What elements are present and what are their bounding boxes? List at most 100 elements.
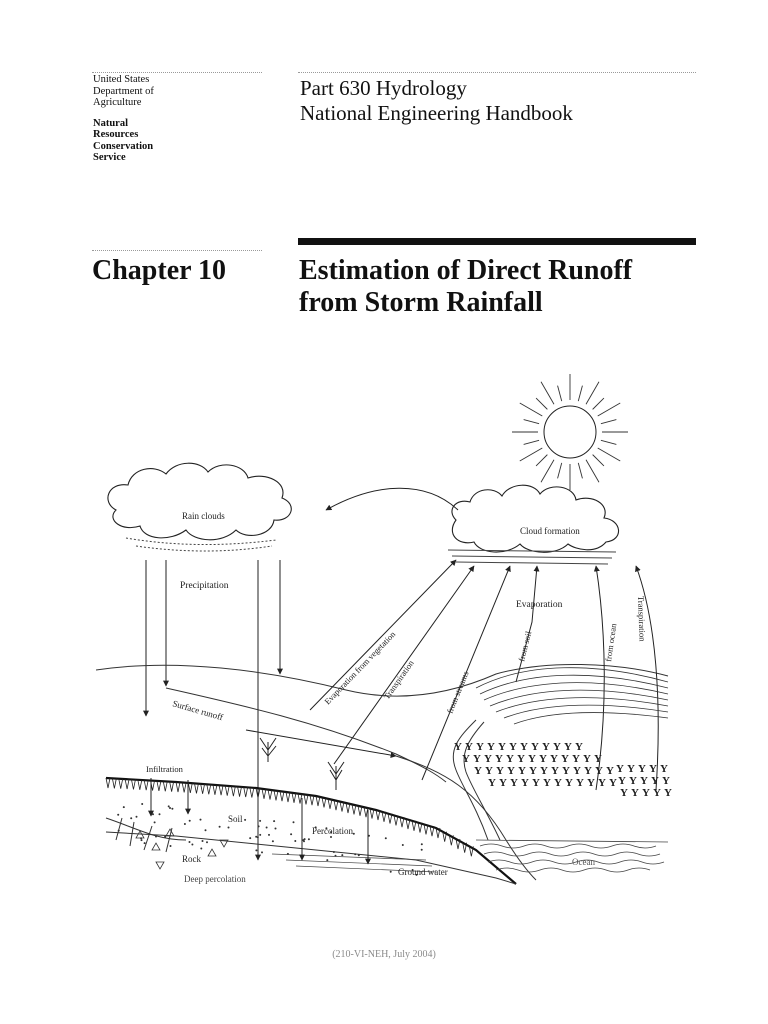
svg-text:Y: Y: [543, 777, 551, 789]
plant-icon: [259, 737, 345, 790]
rain-cloud-icon: [107, 462, 292, 552]
from-streams-label: from streams: [445, 670, 471, 715]
cloud-formation-label: Cloud formation: [520, 526, 580, 536]
evaporation-streams-arrow: [421, 565, 511, 781]
svg-text:Y: Y: [629, 775, 637, 787]
svg-text:Y: Y: [606, 765, 614, 777]
precipitation-label: Precipitation: [180, 581, 229, 591]
grass-surface: [105, 777, 474, 857]
ground-water-label: Ground water: [398, 867, 448, 877]
svg-text:Y: Y: [476, 741, 484, 753]
agency-sub-line: Conservation: [93, 140, 154, 152]
svg-text:Y: Y: [584, 765, 592, 777]
infiltration-label: Infiltration: [146, 764, 184, 774]
agency-block: United States Department of Agriculture …: [93, 74, 243, 164]
svg-text:Y: Y: [551, 765, 559, 777]
agency-line: United States: [93, 74, 150, 85]
rain-clouds-label: Rain clouds: [182, 511, 225, 521]
svg-text:Y: Y: [664, 787, 672, 799]
transpiration-right-label: Transpiration: [636, 596, 648, 643]
surface-runoff-arrow: [245, 729, 397, 759]
svg-text:Y: Y: [474, 765, 482, 777]
svg-text:Y: Y: [598, 777, 606, 789]
chapter-title: Estimation of Direct Runoff from Storm R…: [299, 255, 719, 319]
svg-text:Y: Y: [561, 753, 569, 765]
svg-text:Y: Y: [554, 777, 562, 789]
chapter-number: Chapter 10: [92, 255, 227, 286]
svg-text:Y: Y: [553, 741, 561, 753]
handbook-line-2: National Engineering Handbook: [300, 101, 573, 125]
hydrologic-cycle-diagram: Rain clouds Cloud formation Precipitatio…: [96, 374, 672, 885]
svg-text:Y: Y: [531, 741, 539, 753]
evaporation-vegetation-arrow: [309, 559, 457, 711]
agency-line: Department of: [93, 85, 154, 97]
top-rule-right: [298, 72, 696, 73]
cloud-formation-icon: [447, 484, 620, 565]
svg-text:Y: Y: [529, 765, 537, 777]
svg-text:Y: Y: [484, 753, 492, 765]
svg-text:Y: Y: [506, 753, 514, 765]
svg-text:Y: Y: [576, 777, 584, 789]
top-rule-left: [92, 72, 262, 73]
svg-text:Y: Y: [488, 777, 496, 789]
svg-text:Y: Y: [454, 741, 462, 753]
svg-text:Y: Y: [473, 753, 481, 765]
svg-text:Y: Y: [594, 753, 602, 765]
rock-texture: [135, 828, 229, 870]
distant-hills: [475, 667, 669, 725]
svg-text:Y: Y: [620, 787, 628, 799]
svg-text:Y: Y: [510, 777, 518, 789]
svg-text:Y: Y: [573, 765, 581, 777]
from-ocean-label: from ocean: [603, 622, 618, 662]
transpiration-right-arrow: [635, 565, 659, 791]
svg-text:Y: Y: [507, 765, 515, 777]
transpiration-arrow: [333, 565, 475, 765]
svg-text:Y: Y: [465, 741, 473, 753]
evaporation-label: Evaporation: [516, 600, 563, 610]
chapter-title-line-1: Estimation of Direct Runoff: [299, 255, 633, 286]
svg-text:Y: Y: [518, 765, 526, 777]
svg-text:Y: Y: [509, 741, 517, 753]
cloud-transport-arrow: [325, 487, 459, 511]
svg-text:Y: Y: [495, 753, 503, 765]
svg-text:Y: Y: [662, 775, 670, 787]
svg-text:Y: Y: [562, 765, 570, 777]
svg-text:Y: Y: [485, 765, 493, 777]
svg-text:Y: Y: [638, 763, 646, 775]
evaporation-ocean-arrow: [593, 565, 605, 791]
sun-icon: [512, 374, 628, 490]
deep-percolation-label: Deep percolation: [184, 874, 246, 884]
footer-reference: (210-VI-NEH, July 2004): [332, 949, 436, 960]
svg-text:Y: Y: [640, 775, 648, 787]
svg-text:Y: Y: [609, 777, 617, 789]
svg-text:Y: Y: [616, 763, 624, 775]
agency-sub-line: Natural: [93, 117, 128, 129]
svg-text:Y: Y: [532, 777, 540, 789]
svg-text:Y: Y: [642, 787, 650, 799]
svg-text:Y: Y: [627, 763, 635, 775]
from-soil-label: from soil: [516, 629, 533, 662]
svg-text:Y: Y: [595, 765, 603, 777]
svg-text:Y: Y: [564, 741, 572, 753]
svg-text:Y: Y: [528, 753, 536, 765]
svg-text:Y: Y: [587, 777, 595, 789]
svg-text:Y: Y: [631, 787, 639, 799]
svg-text:Y: Y: [499, 777, 507, 789]
ocean-waves: [475, 839, 669, 873]
svg-text:Y: Y: [520, 741, 528, 753]
svg-text:Y: Y: [651, 775, 659, 787]
chapter-title-line-2: from Storm Rainfall: [299, 287, 543, 318]
agency-line: Agriculture: [93, 97, 142, 108]
svg-text:Y: Y: [517, 753, 525, 765]
svg-text:Y: Y: [618, 775, 626, 787]
surface-runoff-label: Surface runoff: [171, 698, 224, 722]
soil-label: Soil: [228, 814, 243, 824]
svg-text:Y: Y: [462, 753, 470, 765]
ocean-label: Ocean: [572, 857, 595, 867]
ground-water-lines: [271, 853, 437, 873]
percolation-label: Percolation: [312, 826, 353, 836]
svg-text:Y: Y: [583, 753, 591, 765]
agency-sub-block: Natural Resources Conservation Service: [93, 118, 243, 164]
svg-text:Y: Y: [496, 765, 504, 777]
